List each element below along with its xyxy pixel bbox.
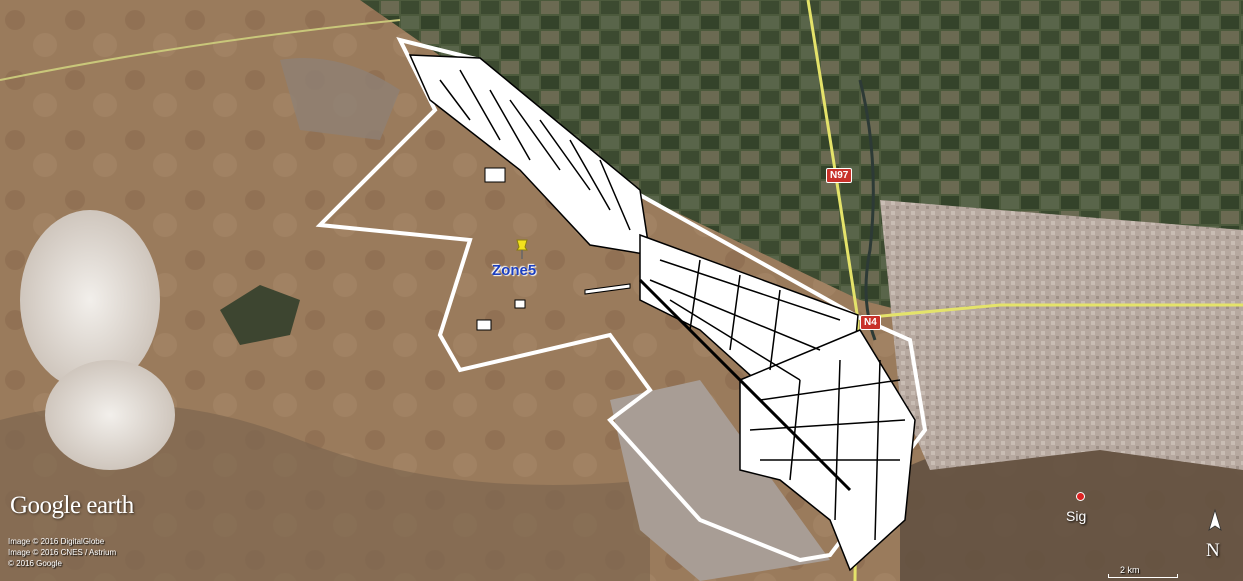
google-earth-logo: Google earth — [10, 492, 134, 519]
city-marker-icon[interactable] — [1076, 492, 1085, 501]
city-label[interactable]: Sig — [1066, 508, 1087, 524]
strip-parcel — [584, 283, 631, 295]
village — [280, 58, 400, 140]
hills-south — [0, 404, 650, 581]
credit-line: Image © 2016 DigitalGlobe — [8, 537, 105, 546]
imagery-credits: Image © 2016 DigitalGlobe Image © 2016 C… — [8, 536, 116, 569]
industrial-area — [610, 380, 830, 581]
parcel-block-north — [408, 54, 651, 256]
diagonal-road — [638, 278, 852, 492]
road-north — [0, 19, 401, 81]
compass-arrow-icon — [1208, 508, 1222, 531]
salt-flat-south — [45, 360, 175, 470]
small-parcel-2 — [514, 299, 526, 309]
zone5-boundary — [315, 37, 928, 563]
credit-line: © 2016 Google — [8, 559, 62, 568]
small-parcel-3 — [484, 167, 506, 183]
urban-area — [880, 200, 1243, 470]
road-badge-n4: N4 — [860, 315, 881, 330]
road-badge-n97: N97 — [826, 168, 853, 183]
parcel-block-south — [739, 329, 916, 572]
compass-north-label: N — [1206, 540, 1220, 561]
zone-label[interactable]: Zone5 — [492, 262, 537, 279]
parcel-subdivisions — [439, 69, 906, 541]
road-n4 — [859, 303, 1243, 320]
river — [858, 79, 877, 341]
zone-pin-icon[interactable] — [514, 238, 530, 260]
small-parcel-1 — [476, 319, 492, 331]
credit-line: Image © 2016 CNES / Astrium — [8, 548, 117, 557]
scale-bar — [1108, 574, 1178, 578]
scale-label: 2 km — [1120, 565, 1140, 575]
salt-flat-north — [20, 210, 160, 390]
dark-hill — [220, 285, 300, 345]
